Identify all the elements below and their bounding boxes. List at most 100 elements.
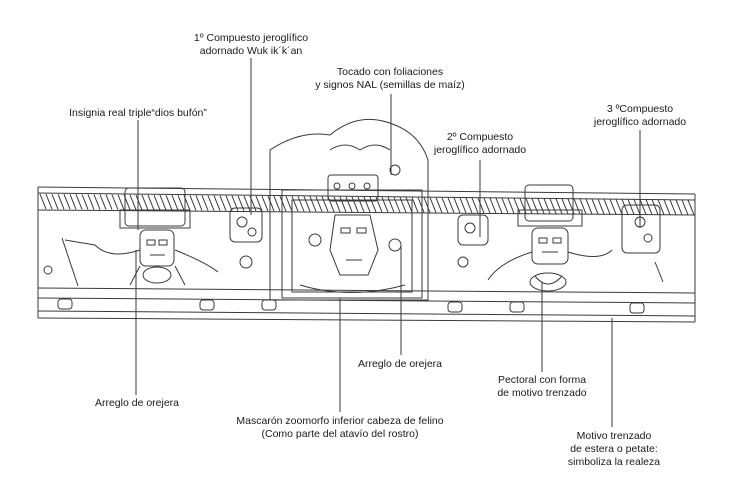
label-compuesto-1: 1º Compuesto jeroglífico adornado Wuk ik… (193, 32, 309, 57)
hatch-stroke (81, 194, 89, 210)
hatch-stroke (579, 198, 587, 215)
label-mascaron: Mascarón zoomorfo inferior cabeza de fel… (236, 415, 444, 440)
hatch-stroke (459, 197, 467, 214)
hatch-stroke (513, 198, 521, 214)
bottom-glyphs (57, 298, 645, 314)
hatch-stroke (345, 196, 353, 212)
hatch-stroke (255, 195, 263, 212)
hatch-stroke (327, 196, 335, 212)
hatch-stroke (51, 193, 59, 210)
hatch-stroke (453, 197, 461, 213)
hatch-stroke (603, 198, 611, 215)
label-orejera-centro: Arreglo de orejera (357, 358, 443, 370)
hatch-stroke (585, 198, 593, 215)
hatch-stroke (501, 198, 509, 214)
hatch-stroke (633, 199, 641, 215)
hatch-stroke (45, 193, 53, 210)
hatch-stroke (357, 196, 365, 213)
hatch-stroke (531, 198, 539, 214)
hatch-stroke (159, 194, 167, 211)
hatch-stroke (507, 198, 515, 214)
hatch-stroke (39, 193, 47, 210)
hatch-stroke (279, 196, 287, 212)
hatch-stroke (645, 199, 653, 215)
hatch-stroke (525, 198, 533, 214)
hatch-stroke (177, 195, 185, 211)
hatch-stroke (375, 196, 383, 213)
hatch-stroke (549, 198, 557, 214)
hatch-stroke (615, 199, 623, 215)
hatch-stroke (189, 195, 197, 211)
hatch-stroke (309, 196, 317, 212)
right-figure (487, 184, 613, 292)
hatch-stroke (99, 194, 107, 210)
hatch-stroke (321, 196, 329, 212)
hatch-stroke (561, 198, 569, 214)
hatch-stroke (225, 195, 233, 211)
hatch-stroke (303, 196, 311, 212)
hatch-stroke (543, 198, 551, 214)
hatch-stroke (675, 199, 683, 216)
hatch-stroke (627, 199, 635, 215)
label-motivo: Motivo trenzado de estera o petate: simb… (567, 430, 661, 468)
hatch-stroke (657, 199, 665, 215)
hatch-stroke (477, 197, 485, 214)
hatch-stroke (63, 194, 71, 210)
hatch-stroke (141, 194, 149, 211)
hatch-stroke (471, 197, 479, 214)
hatch-stroke (339, 196, 347, 212)
hatch-stroke (681, 199, 689, 216)
leader-lines (135, 58, 641, 427)
hatch-stroke (147, 194, 155, 211)
hatch-stroke (237, 195, 245, 212)
hatch-stroke (129, 194, 137, 211)
hatch-stroke (261, 195, 269, 212)
hatch-stroke (597, 198, 605, 215)
frieze-bands (37, 186, 696, 323)
central-mask (269, 118, 429, 301)
hatch-stroke (495, 197, 503, 214)
hatch-stroke (195, 195, 203, 211)
label-insignia: Insignia real triple“dios bufón” (69, 107, 207, 119)
hatch-stroke (75, 194, 83, 210)
hatch-stroke (57, 193, 65, 210)
hatch-stroke (441, 197, 449, 213)
hatch-stroke (591, 198, 599, 215)
hatch-stroke (369, 196, 377, 213)
far-right-glyph (621, 204, 664, 283)
hatch-stroke (87, 194, 95, 210)
hatch-stroke (165, 194, 173, 211)
hatch-stroke (381, 196, 389, 213)
hatch-stroke (435, 197, 443, 213)
hatch-stroke (297, 196, 305, 212)
hatch-stroke (105, 194, 113, 210)
hatch-stroke (465, 197, 473, 214)
hatch-stroke (669, 199, 677, 215)
label-compuesto-3: 3 ºCompuesto jeroglífico adornado (593, 103, 687, 128)
left-glyph (229, 207, 263, 269)
hatch-stroke (201, 195, 209, 211)
hatch-stroke (639, 199, 647, 215)
hatch-stroke (243, 195, 251, 212)
hatch-stroke (111, 194, 119, 210)
hatch-stroke (363, 196, 371, 213)
hatch-stroke (411, 197, 419, 213)
hatch-stroke (69, 194, 77, 210)
hatch-stroke (213, 195, 221, 211)
label-pectoral: Pectoral con forma de motivo trenzado (497, 374, 587, 399)
hatch-stroke (93, 194, 101, 210)
hatch-stroke (207, 195, 215, 211)
hatch-stroke (489, 197, 497, 214)
hatch-stroke (267, 195, 275, 212)
hatch-stroke (153, 194, 161, 211)
label-tocado: Tocado con foliaciones y signos NAL (sem… (315, 66, 465, 91)
hatch-stroke (555, 198, 563, 214)
hatch-stroke (387, 197, 395, 213)
hatch-stroke (117, 194, 125, 210)
hatch-stroke (315, 196, 323, 212)
right-glyph (457, 214, 489, 268)
hatch-stroke (483, 197, 491, 214)
hatch-stroke (609, 199, 617, 215)
hatch-stroke (621, 199, 629, 215)
